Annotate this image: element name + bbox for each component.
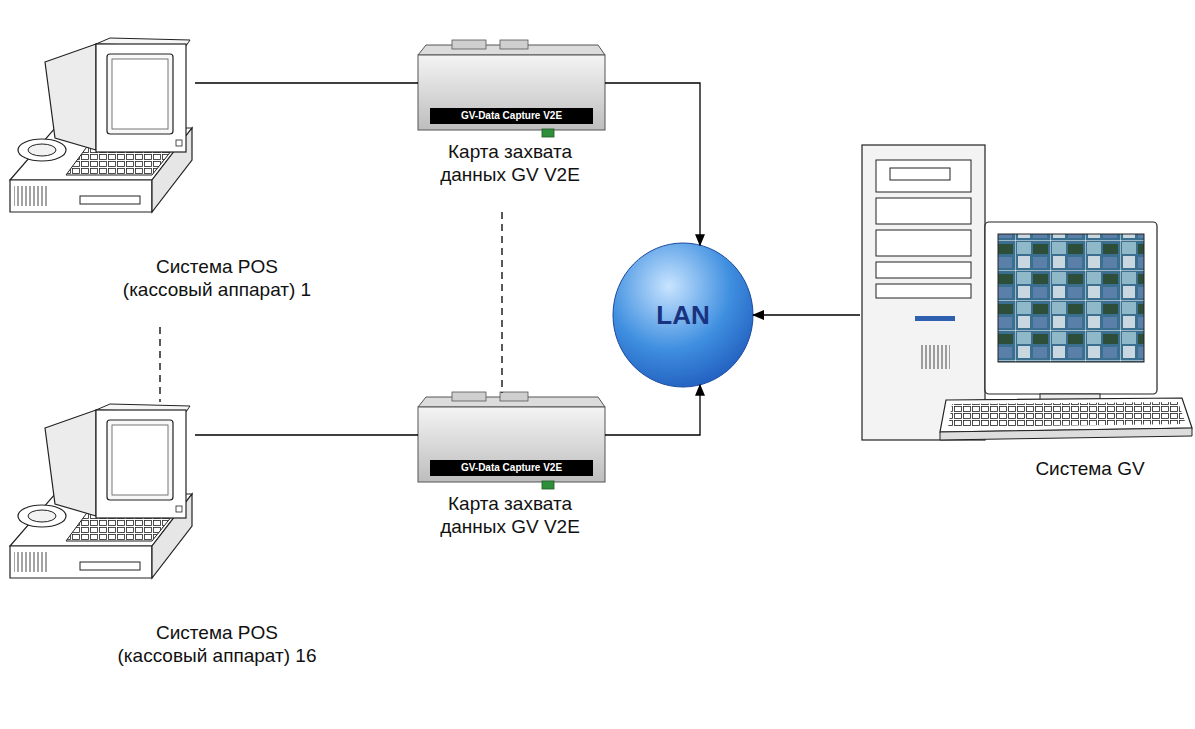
network-circle: LAN	[613, 243, 753, 387]
gv-system: Система GV	[860, 145, 1192, 440]
device-plate: GV-Data Capture V2E	[430, 460, 593, 476]
capture-device: GV-Data Capture V2EКарта захвата данных …	[418, 397, 605, 482]
network-label: LAN	[656, 300, 709, 331]
capture-device-art	[418, 392, 605, 489]
gv-computer-art	[862, 145, 1192, 440]
pos-terminal-art	[10, 38, 192, 212]
continuation-line	[501, 212, 502, 393]
device-caption: Система GV	[990, 457, 1190, 480]
connector	[195, 82, 418, 83]
device-caption: Карта захвата данных GV V2E	[432, 140, 588, 186]
device-caption: Система POS (кассовый аппарат) 16	[112, 621, 322, 667]
connector	[605, 385, 700, 435]
capture-device-art	[418, 40, 605, 137]
pos-terminal: Система POS (кассовый аппарат) 16	[5, 406, 195, 584]
connector	[195, 434, 418, 435]
connector	[753, 314, 860, 315]
device-plate: GV-Data Capture V2E	[430, 108, 593, 124]
pos-terminal: Система POS (кассовый аппарат) 1	[5, 40, 195, 218]
device-caption: Система POS (кассовый аппарат) 1	[112, 255, 322, 301]
device-caption: Карта захвата данных GV V2E	[432, 492, 588, 538]
pos-terminal-art	[10, 404, 192, 578]
connector	[605, 83, 700, 245]
lan-circle-art	[613, 243, 753, 387]
capture-device: GV-Data Capture V2EКарта захвата данных …	[418, 45, 605, 130]
network-label-box: LAN	[613, 243, 753, 387]
continuation-line	[159, 327, 160, 402]
